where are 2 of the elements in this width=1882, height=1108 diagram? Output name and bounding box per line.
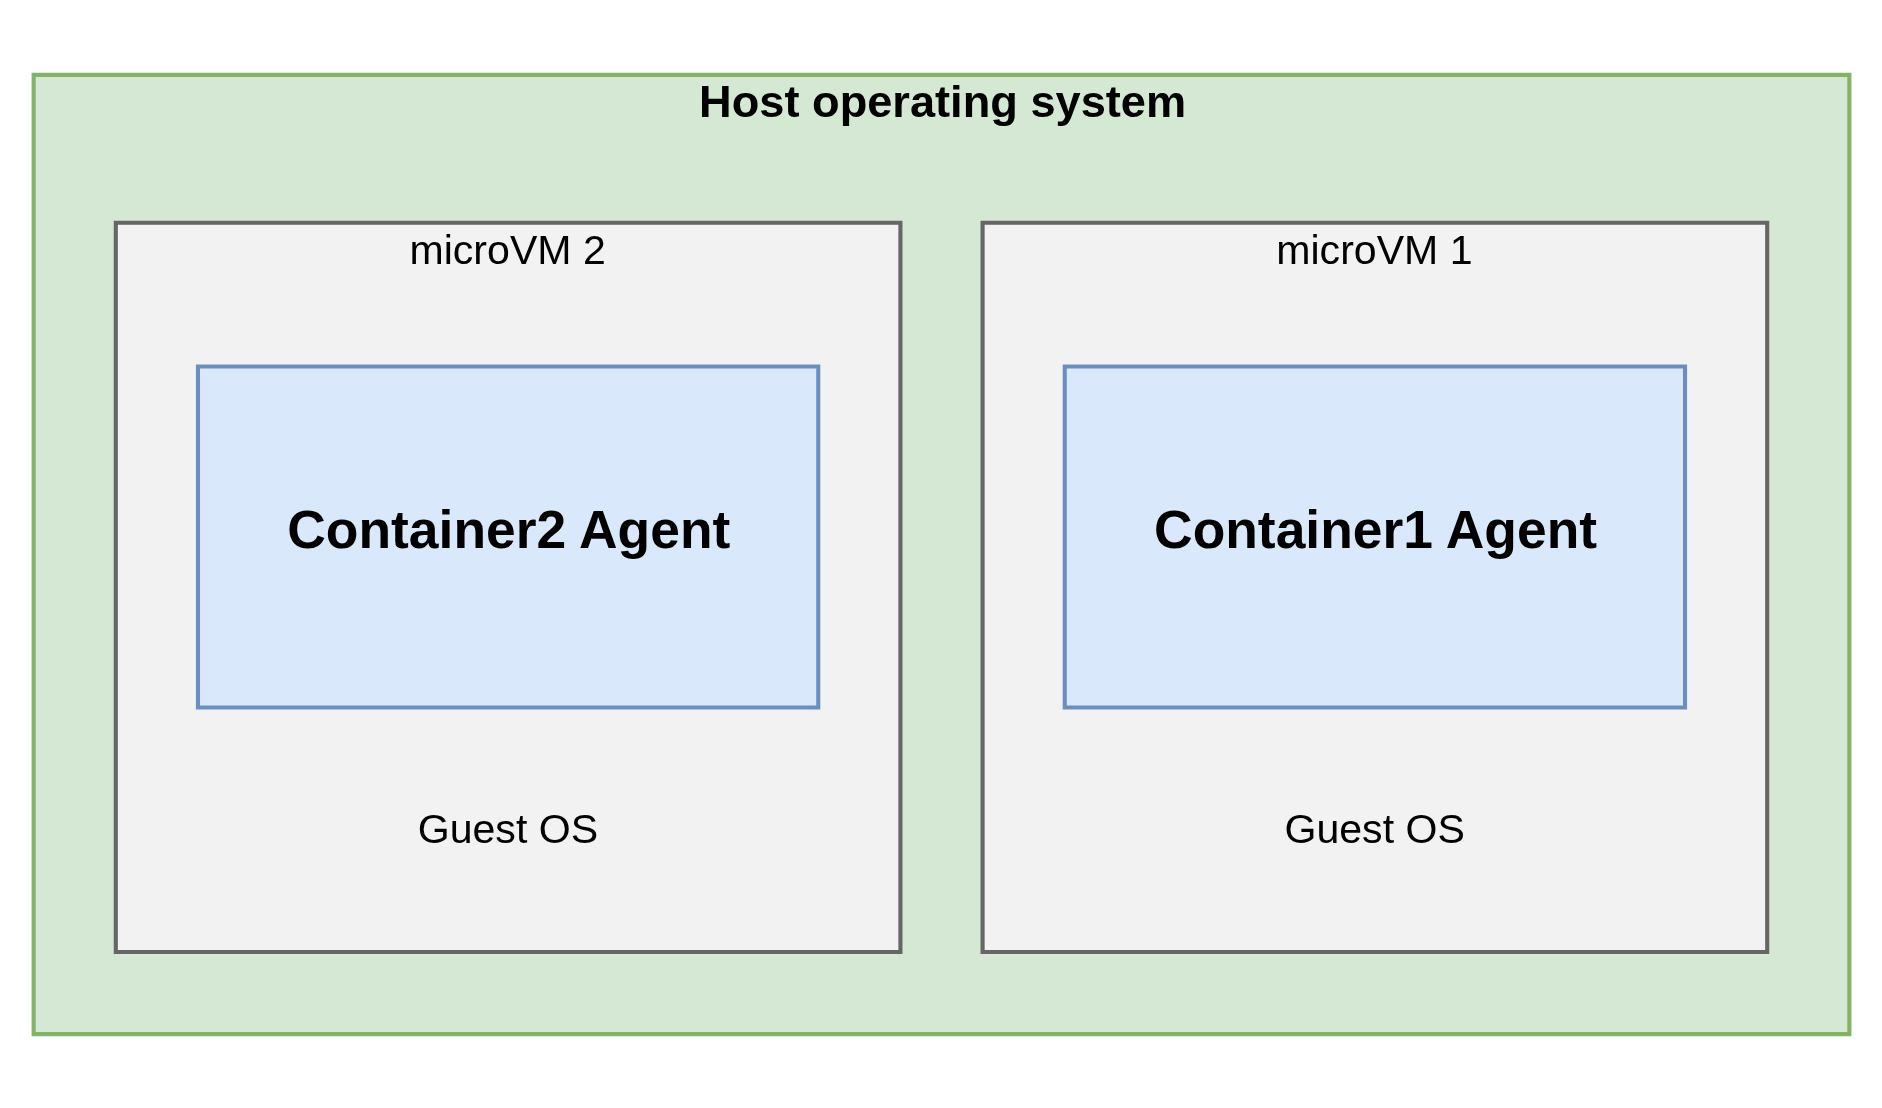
node-box: Container2 Agent: [195, 364, 820, 710]
node-box: Container1 Agent: [1062, 364, 1687, 710]
